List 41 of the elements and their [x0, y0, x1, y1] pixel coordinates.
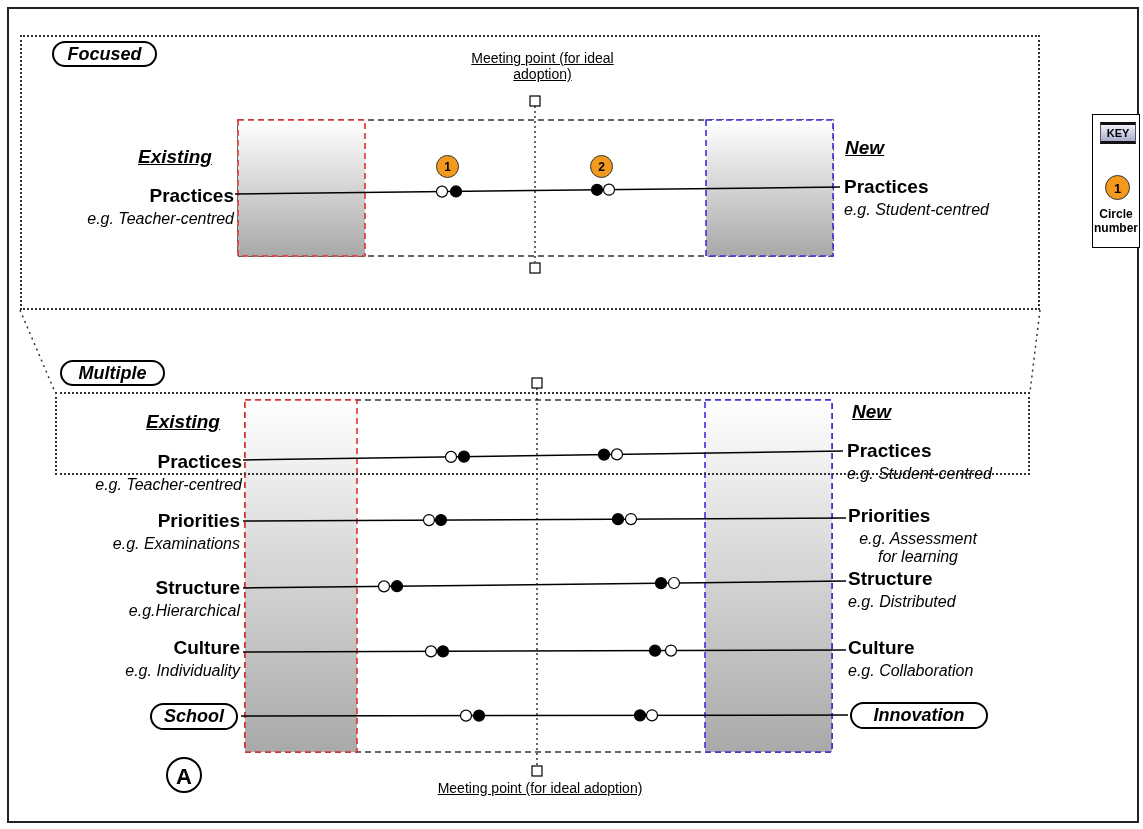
connector-line	[234, 186, 841, 195]
example-text: e.g. Examinations	[111, 535, 240, 553]
example-text: e.g. Teacher-centred	[86, 210, 234, 228]
example-text: e.g. Distributed	[848, 593, 957, 611]
meeting-point-label: Meeting point (for ideal adoption)	[436, 780, 644, 796]
legend-text: Circle number	[1093, 207, 1139, 235]
example-text: e.g.Hierarchical	[127, 602, 240, 620]
connector-line	[242, 649, 847, 653]
row-heading: Structure	[848, 568, 934, 590]
row-heading: Practices	[148, 185, 234, 207]
meeting-point-label: Meeting point (for ideal adoption)	[470, 50, 615, 82]
column-heading: Existing	[138, 146, 212, 168]
example-text: e.g. Individuality	[124, 662, 240, 680]
row-heading: Culture	[848, 637, 916, 659]
pill-label: Multiple	[60, 360, 165, 386]
callout-number: 1	[436, 155, 459, 178]
example-text: e.g. Student-centred	[847, 465, 994, 483]
example-text: e.g. Assessment for learning	[858, 530, 979, 566]
panel-letter: A	[166, 757, 202, 793]
column-heading: New	[845, 137, 885, 159]
connector-line	[242, 517, 847, 522]
example-text: e.g. Teacher-centred	[94, 476, 242, 494]
connector-line	[242, 450, 844, 461]
example-text: e.g. Student-centred	[844, 201, 991, 219]
column-heading: New	[852, 401, 892, 423]
row-heading: Structure	[154, 577, 240, 599]
pill-label: School	[150, 703, 238, 730]
row-heading: Priorities	[848, 505, 932, 527]
column-heading: Existing	[146, 411, 220, 433]
pill-label: Innovation	[850, 702, 988, 729]
key-heading: KEY	[1100, 122, 1136, 144]
row-heading: Practices	[847, 440, 933, 462]
connector-line	[242, 580, 847, 589]
row-heading: Priorities	[156, 510, 240, 532]
row-heading: Practices	[844, 176, 930, 198]
pill-label: Focused	[52, 41, 157, 67]
row-heading: Practices	[156, 451, 242, 473]
row-heading: Culture	[172, 637, 240, 659]
connector-line	[240, 714, 849, 717]
example-text: e.g. Collaboration	[848, 662, 975, 680]
callout-number: 2	[590, 155, 613, 178]
